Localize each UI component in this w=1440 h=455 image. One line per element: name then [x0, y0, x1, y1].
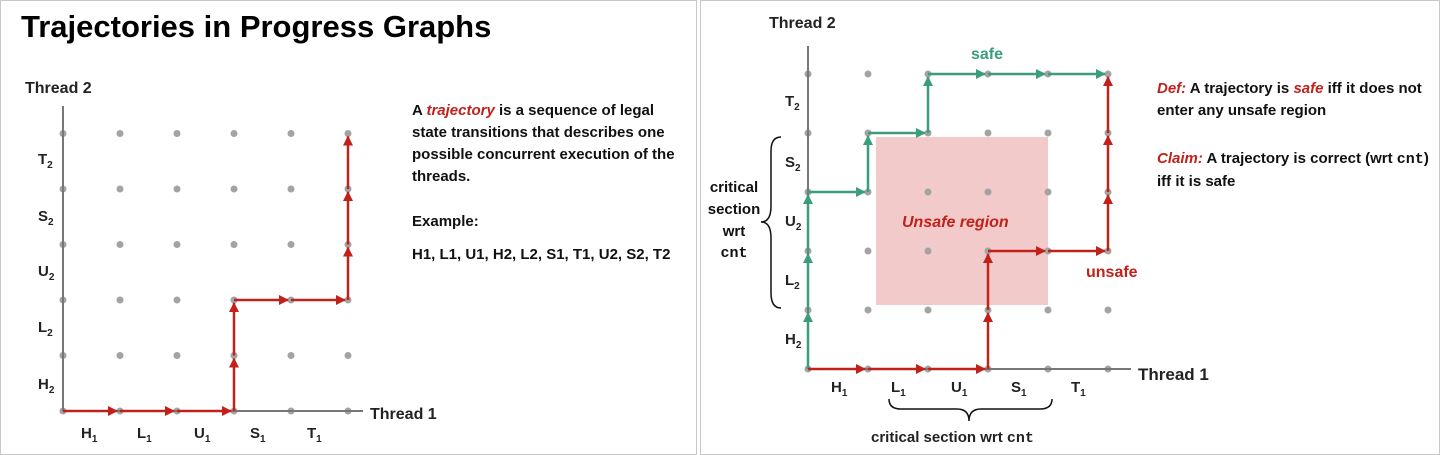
left-tick-s2: S2 [38, 208, 54, 228]
right-tick-u2: U2 [785, 213, 802, 233]
right-slide-panel: Thread 2 Thread 1 H1 L1 U1 S1 T1 H2 L2 U… [700, 0, 1440, 455]
grid-point [230, 130, 238, 137]
slide-title: Trajectories in Progress Graphs [21, 9, 492, 44]
left-grid-points [59, 130, 352, 415]
claim-statement: Claim: A trajectory is correct (wrt cnt)… [1157, 150, 1429, 190]
left-progress-graph [59, 106, 363, 416]
unsafe-region-label: Unsafe region [902, 214, 1009, 231]
horizontal-critical-section-label: critical section wrt cnt [871, 429, 1034, 447]
grid-point [230, 185, 238, 193]
right-tick-u1: U1 [951, 379, 968, 399]
trajectory-definition: A trajectory is a sequence of legal stat… [412, 102, 675, 185]
grid-point [287, 241, 295, 248]
right-tick-l1: L1 [891, 379, 906, 399]
right-tick-t2: T2 [785, 93, 800, 113]
grid-point [230, 241, 238, 248]
grid-point [344, 352, 352, 359]
right-thread1-axis-title: Thread 1 [1138, 365, 1209, 384]
left-tick-s1: S1 [250, 425, 266, 445]
grid-point [864, 70, 872, 78]
right-tick-t1: T1 [1071, 379, 1086, 399]
grid-point [924, 306, 932, 314]
left-slide-panel: Trajectories in Progress Graphs Thread 2… [0, 0, 697, 455]
def-tag: Def: [1157, 80, 1187, 97]
grid-point [1044, 188, 1052, 196]
right-tick-l2: L2 [785, 272, 800, 292]
left-thread2-axis-title: Thread 2 [25, 80, 92, 97]
right-thread2-axis-title: Thread 2 [769, 15, 836, 32]
grid-point [116, 130, 124, 137]
right-tick-h1: H1 [831, 379, 848, 399]
safe-trajectory-label: safe [971, 46, 1004, 63]
grid-point [1104, 70, 1112, 78]
claim-tag: Claim: [1157, 150, 1203, 167]
grid-point [984, 129, 992, 137]
right-tick-s1: S1 [1011, 379, 1027, 399]
left-tick-h1: H1 [81, 425, 98, 445]
unsafe-region [876, 137, 1048, 305]
right-trajectories [803, 69, 1113, 374]
vertical-critical-brace [760, 136, 782, 309]
grid-point [864, 247, 872, 255]
grid-point [864, 306, 872, 314]
right-progress-graph [760, 46, 1131, 422]
left-tick-t1: T1 [307, 425, 322, 445]
grid-point [924, 188, 932, 196]
def-statement: Def: A trajectory is safe iff it does no… [1157, 80, 1422, 119]
left-tick-l1: L1 [137, 425, 152, 445]
grid-point [173, 241, 181, 248]
grid-point [1044, 129, 1052, 137]
left-tick-l2: L2 [38, 319, 53, 339]
example-label: Example: [412, 213, 479, 230]
grid-point [116, 185, 124, 193]
left-thread1-axis-title: Thread 1 [370, 406, 437, 423]
grid-point [173, 185, 181, 193]
grid-point [287, 130, 295, 137]
right-tick-h2: H2 [785, 331, 802, 351]
grid-point [173, 130, 181, 137]
grid-point [116, 296, 124, 304]
left-tick-u1: U1 [194, 425, 211, 445]
left-tick-t2: T2 [38, 151, 53, 171]
grid-point [173, 352, 181, 359]
grid-point [984, 188, 992, 196]
trajectory-term: trajectory [426, 102, 495, 119]
right-tick-s2: S2 [785, 154, 801, 174]
example-sequence: H1, L1, U1, H2, L2, S1, T1, U2, S2, T2 [412, 246, 671, 263]
vertical-critical-section-label: critical section wrt cnt [707, 179, 761, 262]
grid-point [287, 352, 295, 359]
horizontal-critical-brace [888, 398, 1053, 422]
grid-point [173, 296, 181, 304]
grid-point [116, 352, 124, 359]
unsafe-trajectory-label: unsafe [1086, 264, 1138, 281]
left-tick-h2: H2 [38, 376, 55, 396]
grid-point [1044, 306, 1052, 314]
grid-point [287, 185, 295, 193]
left-trajectory [63, 135, 353, 416]
safe-term: safe [1293, 80, 1324, 97]
grid-point [924, 247, 932, 255]
grid-point [344, 130, 352, 137]
left-tick-u2: U2 [38, 263, 55, 283]
grid-point [116, 241, 124, 248]
grid-point [1104, 306, 1112, 314]
